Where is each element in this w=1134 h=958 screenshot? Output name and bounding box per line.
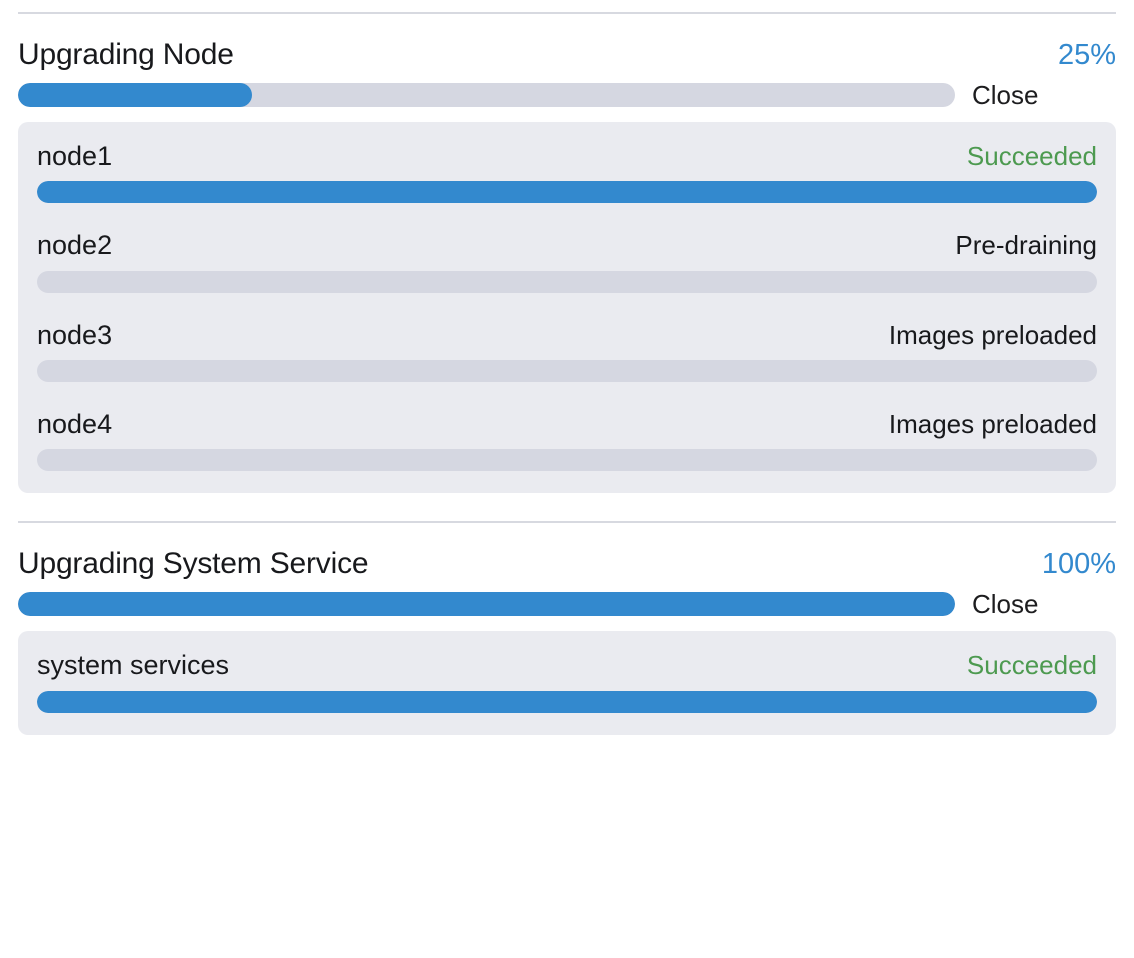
node-name: node3	[37, 319, 113, 350]
service-progress-bar	[37, 690, 1097, 713]
list-item: node4 Images preloaded	[37, 408, 1097, 472]
section-header: Upgrading Node 25%	[18, 14, 1116, 82]
page-title: Upgrading System Service	[18, 547, 369, 581]
service-list-card: system services Succeeded	[18, 631, 1116, 735]
list-item-header: node3 Images preloaded	[37, 319, 1097, 350]
close-button[interactable]: Close	[972, 589, 1039, 620]
overall-progress-fill	[18, 592, 955, 617]
list-item-header: node1 Succeeded	[37, 140, 1097, 171]
list-item: node3 Images preloaded	[37, 319, 1097, 382]
list-item-header: node4 Images preloaded	[37, 408, 1097, 439]
overall-progress-row: Close	[18, 591, 1116, 617]
list-item-header: node2 Pre-draining	[37, 230, 1097, 261]
divider-top	[18, 12, 1116, 14]
list-item: node1 Succeeded	[37, 140, 1097, 204]
divider-middle	[18, 521, 1116, 524]
list-item: system services Succeeded	[37, 650, 1097, 713]
status-badge: Pre-draining	[955, 230, 1097, 261]
section-header: Upgrading System Service 100%	[18, 523, 1116, 591]
close-button[interactable]: Close	[972, 79, 1039, 110]
overall-percent-label: 25%	[1057, 39, 1116, 71]
status-badge: Succeeded	[966, 140, 1097, 171]
service-name: system services	[37, 650, 230, 681]
node-name: node4	[37, 408, 113, 439]
node-name: node1	[37, 140, 113, 171]
upgrade-progress-page: Upgrading Node 25% Close node1 Succeeded	[0, 12, 1134, 958]
list-item-header: system services Succeeded	[37, 650, 1097, 681]
node-progress-fill	[37, 181, 1097, 204]
overall-progress-fill	[18, 82, 253, 107]
status-badge: Images preloaded	[888, 408, 1097, 439]
node-progress-bar	[37, 449, 1097, 472]
service-progress-fill	[37, 690, 1097, 713]
node-name: node2	[37, 230, 113, 261]
node-list-card: node1 Succeeded node2 Pre-draining n	[18, 121, 1116, 494]
overall-progress-bar	[18, 592, 955, 617]
node-progress-bar	[37, 359, 1097, 382]
status-badge: Images preloaded	[888, 319, 1097, 350]
overall-percent-label: 100%	[1041, 548, 1116, 581]
node-progress-bar	[37, 181, 1097, 204]
overall-progress-row: Close	[18, 82, 1116, 108]
status-badge: Succeeded	[966, 650, 1097, 681]
overall-progress-bar	[18, 82, 955, 107]
node-progress-bar	[37, 270, 1097, 293]
section-upgrading-node: Upgrading Node 25% Close node1 Succeeded	[0, 14, 1134, 494]
list-item: node2 Pre-draining	[37, 230, 1097, 293]
section-upgrading-system-service: Upgrading System Service 100% Close syst…	[0, 523, 1134, 735]
section-spacer	[0, 493, 1134, 521]
page-title: Upgrading Node	[18, 38, 234, 71]
